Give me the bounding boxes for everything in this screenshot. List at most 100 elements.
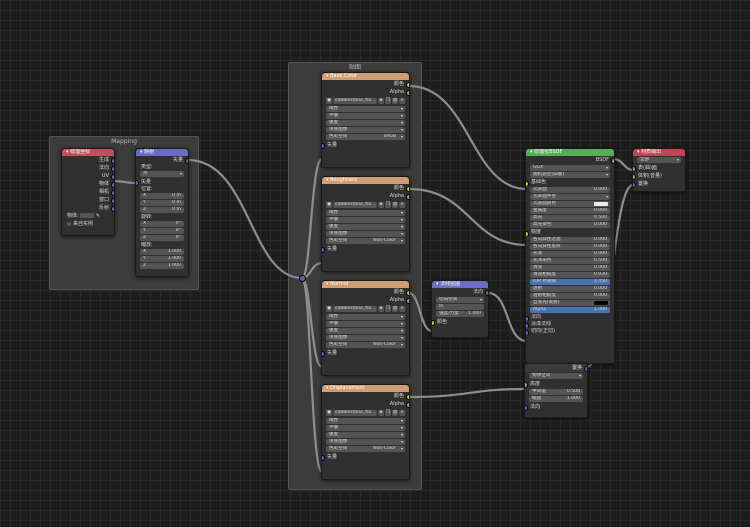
image-name-field[interactable]: cobblestone_flo... bbox=[333, 306, 377, 312]
close-icon[interactable]: × bbox=[399, 98, 405, 104]
socket-window[interactable] bbox=[111, 198, 114, 204]
fake-user-shield-icon[interactable]: ◈ bbox=[378, 98, 384, 104]
socket-displacement-out[interactable] bbox=[584, 366, 587, 372]
image-name-field[interactable]: cobblestone_flo... bbox=[333, 410, 377, 416]
normal-map-header[interactable]: ▾ 法线贴图 bbox=[432, 281, 488, 288]
socket-normalmap-color-in[interactable] bbox=[432, 320, 435, 326]
image-interpolation-dropdown[interactable]: 线性▾ bbox=[326, 314, 405, 320]
image-source-dropdown[interactable]: 单张图像▾ bbox=[326, 127, 405, 133]
bsdf-input-field[interactable]: 自发光(发射) bbox=[530, 300, 610, 306]
normal-map-uv-field[interactable]: ⊡ bbox=[436, 304, 484, 310]
image-interpolation-dropdown[interactable]: 线性▾ bbox=[326, 106, 405, 112]
from-instancer-checkbox[interactable] bbox=[67, 221, 71, 226]
socket-generated[interactable] bbox=[111, 158, 114, 164]
socket-displacement-in[interactable] bbox=[633, 182, 636, 188]
collapse-arrow-icon[interactable]: ▾ bbox=[326, 73, 331, 79]
image-texture-header[interactable]: ▾ Normal bbox=[322, 281, 409, 288]
socket-mapping-out[interactable] bbox=[185, 158, 188, 164]
socket-color-out[interactable] bbox=[406, 290, 409, 296]
bsdf-input-socket[interactable] bbox=[526, 316, 529, 321]
fake-user-shield-icon[interactable]: ◈ bbox=[378, 306, 384, 312]
socket-color-out[interactable] bbox=[406, 82, 409, 88]
image-source-dropdown[interactable]: 单张图像▾ bbox=[326, 335, 405, 341]
image-texture-header[interactable]: ▾ Base Color bbox=[322, 73, 409, 80]
socket-alpha-out[interactable] bbox=[406, 298, 409, 304]
bsdf-input-socket[interactable] bbox=[526, 181, 529, 186]
displacement-space-dropdown[interactable]: 物体空间▾ bbox=[529, 373, 583, 379]
image-name-field[interactable]: cobblestone_flo... bbox=[333, 98, 377, 104]
close-icon[interactable]: × bbox=[399, 202, 405, 208]
image-browse-icon[interactable]: ▣ bbox=[326, 306, 332, 312]
color-swatch[interactable] bbox=[594, 301, 608, 305]
reroute-node[interactable] bbox=[299, 275, 306, 282]
output-target-dropdown[interactable]: 全部▾ bbox=[637, 157, 681, 163]
open-folder-icon[interactable]: ▤ bbox=[392, 306, 398, 312]
image-extension-dropdown[interactable]: 重复▾ bbox=[326, 224, 405, 230]
bsdf-distribution-dropdown[interactable]: GGX▾ bbox=[530, 165, 610, 171]
close-icon[interactable]: × bbox=[399, 306, 405, 312]
collapse-arrow-icon[interactable]: ▾ bbox=[326, 177, 331, 183]
socket-alpha-out[interactable] bbox=[406, 194, 409, 200]
bsdf-input-field[interactable]: 次表面颜色 bbox=[530, 201, 610, 207]
material-output-node[interactable]: ▾ 材质输出 全部▾ 表(曲)面 体积(音量) 置换 bbox=[632, 148, 686, 192]
socket-color-out[interactable] bbox=[406, 186, 409, 192]
color-swatch[interactable] bbox=[594, 202, 608, 206]
image-texture-header[interactable]: ▾ Displacement bbox=[322, 385, 409, 392]
image-projection-dropdown[interactable]: 平展▾ bbox=[326, 321, 405, 327]
image-browse-icon[interactable]: ▣ bbox=[326, 202, 332, 208]
image-name-field[interactable]: cobblestone_flo... bbox=[333, 202, 377, 208]
image-source-dropdown[interactable]: 单张图像▾ bbox=[326, 439, 405, 445]
collapse-arrow-icon[interactable]: ▾ bbox=[436, 281, 441, 287]
socket-vector-in[interactable] bbox=[322, 143, 325, 149]
socket-bsdf-out[interactable] bbox=[611, 158, 614, 164]
socket-height-in[interactable] bbox=[525, 382, 528, 388]
texture-coordinate-node[interactable]: ▾ 纹理坐标 生成 法向 UV 物体 相机 窗口 反射 物体: ✎ 来自实例 bbox=[61, 148, 115, 236]
image-texture-header[interactable]: ▾ Roughness bbox=[322, 177, 409, 184]
socket-normal[interactable] bbox=[111, 166, 114, 172]
fake-user-shield-icon[interactable]: ◈ bbox=[378, 410, 384, 416]
open-folder-icon[interactable]: ▤ bbox=[392, 410, 398, 416]
image-extension-dropdown[interactable]: 重复▾ bbox=[326, 328, 405, 334]
mapping-type-dropdown[interactable]: 点▾ bbox=[140, 171, 184, 177]
collapse-arrow-icon[interactable]: ▾ bbox=[66, 149, 71, 155]
collapse-arrow-icon[interactable]: ▾ bbox=[326, 281, 331, 287]
close-icon[interactable]: × bbox=[399, 410, 405, 416]
material-output-header[interactable]: ▾ 材质输出 bbox=[633, 149, 685, 156]
bsdf-input-field[interactable]: 次表面半径▾ bbox=[530, 194, 610, 200]
image-extension-dropdown[interactable]: 重复▾ bbox=[326, 432, 405, 438]
duplicate-image-icon[interactable]: ❐ bbox=[385, 306, 391, 312]
socket-object[interactable] bbox=[111, 182, 114, 188]
open-folder-icon[interactable]: ▤ bbox=[392, 202, 398, 208]
normal-map-space-dropdown[interactable]: 切向空间▾ bbox=[436, 297, 484, 303]
image-projection-dropdown[interactable]: 平展▾ bbox=[326, 217, 405, 223]
image-projection-dropdown[interactable]: 平展▾ bbox=[326, 425, 405, 431]
open-folder-icon[interactable]: ▤ bbox=[392, 98, 398, 104]
bsdf-header[interactable]: ▾ 原理化BSDF bbox=[526, 149, 614, 156]
texture-coordinate-header[interactable]: ▾ 纹理坐标 bbox=[62, 149, 114, 156]
duplicate-image-icon[interactable]: ❐ bbox=[385, 410, 391, 416]
from-instancer-row[interactable]: 来自实例 bbox=[62, 220, 114, 228]
